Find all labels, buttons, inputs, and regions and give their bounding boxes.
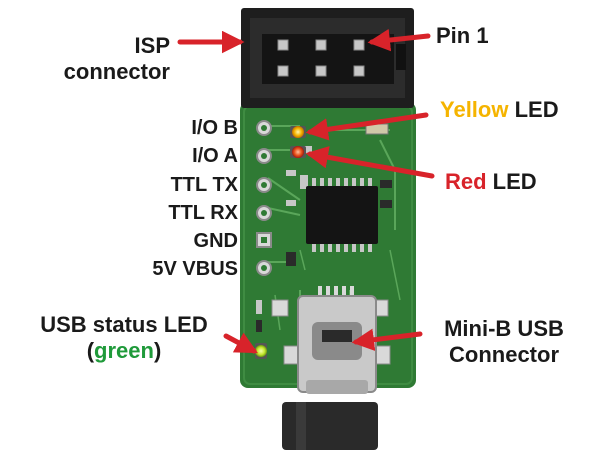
usb-status-line1: USB status LED xyxy=(40,312,208,337)
pin-headers xyxy=(256,120,272,276)
pin-label-ttl-tx: TTL TX xyxy=(170,174,238,196)
pin1-label: Pin 1 xyxy=(436,23,489,48)
red-word: Red xyxy=(445,169,487,194)
pin-label-io-b: I/O B xyxy=(191,117,238,139)
isp-header-icon xyxy=(241,8,414,108)
usb-status-green-word: green xyxy=(94,338,154,363)
green-led-icon xyxy=(255,343,267,359)
red-led-icon xyxy=(290,146,306,158)
yellow-led-arrow xyxy=(305,112,429,141)
isp-connector-label: ISP connector xyxy=(58,33,170,85)
yellow-led-icon xyxy=(290,126,306,138)
isp-label-line2: connector xyxy=(63,59,170,84)
red-led-arrow xyxy=(305,146,435,179)
minib-line2: Connector xyxy=(449,342,559,367)
pin-label-ttl-rx: TTL RX xyxy=(168,202,238,224)
pin-label-io-a: I/O A xyxy=(192,145,238,167)
minib-usb-label: Mini-B USB Connector xyxy=(424,316,584,368)
usb-status-arrow xyxy=(223,332,258,354)
pin1-arrow xyxy=(367,28,431,52)
yellow-led-suffix: LED xyxy=(508,97,559,122)
annotation-arrows xyxy=(177,28,435,354)
pin-label-5v-vbus: 5V VBUS xyxy=(152,258,238,280)
minib-line1: Mini-B USB xyxy=(444,316,564,341)
isp-label-line1: ISP xyxy=(134,33,170,58)
ic-chip-icon xyxy=(306,178,378,252)
red-led-suffix: LED xyxy=(486,169,537,194)
pin-label-gnd: GND xyxy=(193,230,238,252)
yellow-word: Yellow xyxy=(440,97,509,122)
yellow-led-label: Yellow LED xyxy=(440,99,559,121)
usb-status-close-paren: ) xyxy=(153,338,162,363)
red-led-label: Red LED xyxy=(445,171,537,193)
minib-arrow xyxy=(351,328,423,351)
usb-status-open-paren: ( xyxy=(86,338,95,363)
usb-cable xyxy=(282,402,378,450)
mini-usb-connector-icon xyxy=(297,286,377,394)
usb-status-led-label: USB status LED (green) xyxy=(6,312,242,364)
